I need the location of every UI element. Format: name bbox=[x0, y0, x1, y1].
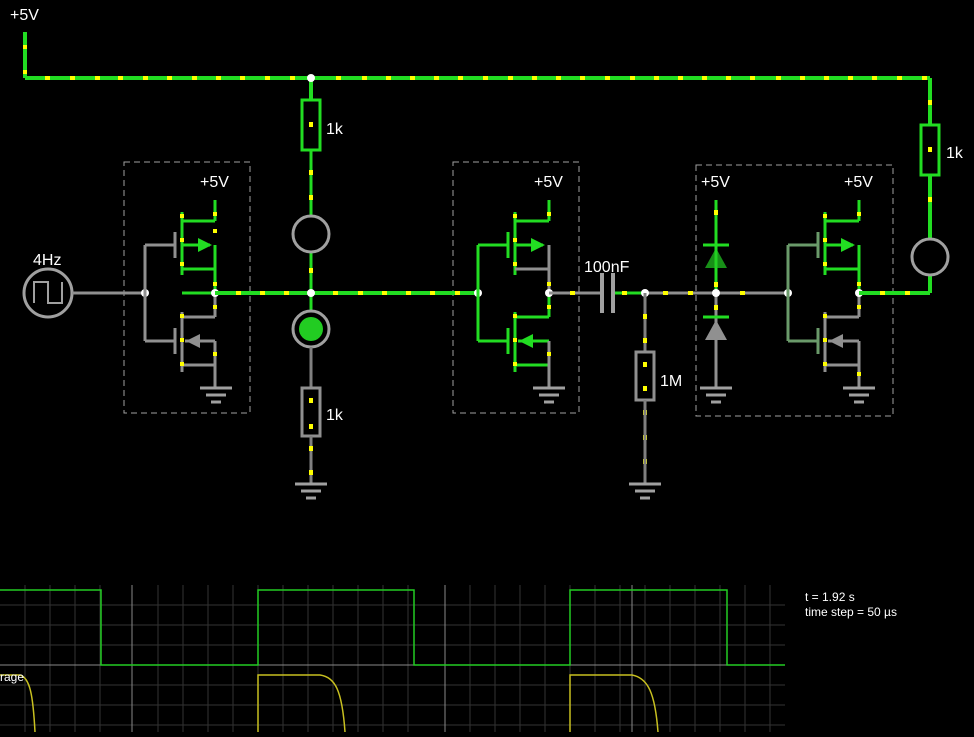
capacitor-label: 100nF bbox=[584, 259, 630, 276]
time-readout: t = 1.92 s bbox=[805, 590, 855, 604]
lamp-2[interactable] bbox=[910, 237, 950, 277]
inverter-box-2[interactable] bbox=[452, 161, 580, 414]
inverter-box-1[interactable] bbox=[123, 161, 251, 414]
timestep-readout: time step = 50 µs bbox=[805, 605, 897, 619]
scope-trace-square bbox=[0, 589, 785, 666]
resistor-1m-label: 1M bbox=[660, 373, 682, 390]
vcc-label-4: +5V bbox=[844, 174, 873, 191]
ground-1 bbox=[295, 482, 327, 500]
vcc-label-1: +5V bbox=[200, 174, 229, 191]
vcc-label-2: +5V bbox=[534, 174, 563, 191]
inverter-box-3[interactable] bbox=[695, 164, 894, 417]
scope-label: rage bbox=[0, 670, 25, 684]
inverter-2[interactable]: +5V bbox=[476, 174, 565, 404]
ground-2 bbox=[629, 482, 661, 500]
supply-rail[interactable] bbox=[23, 32, 932, 125]
resistor-top-label: 1k bbox=[326, 121, 344, 138]
capacitor[interactable] bbox=[600, 273, 615, 313]
resistor-right[interactable] bbox=[919, 123, 941, 177]
resistor-bottom-label: 1k bbox=[326, 407, 344, 424]
scope-panel[interactable]: rage bbox=[0, 585, 785, 733]
circuit-canvas[interactable]: +5V 1k 1k 4Hz +5V bbox=[0, 0, 974, 585]
current-dots-rail bbox=[23, 45, 927, 80]
inverter-3[interactable]: +5V bbox=[784, 174, 875, 404]
resistor-right-label: 1k bbox=[946, 145, 964, 162]
diode-top[interactable] bbox=[703, 200, 729, 293]
scope-plot bbox=[0, 585, 785, 733]
lamp-1[interactable] bbox=[291, 214, 331, 254]
scope-trace-cap bbox=[0, 674, 659, 733]
clock-label: 4Hz bbox=[33, 252, 61, 269]
inverter-1[interactable]: +5V bbox=[143, 174, 232, 404]
supply-label: +5V bbox=[10, 7, 39, 24]
info-panel: t = 1.92 s time step = 50 µs bbox=[785, 585, 974, 732]
resistor-1m[interactable] bbox=[634, 350, 656, 402]
vcc-label-3: +5V bbox=[701, 174, 730, 191]
